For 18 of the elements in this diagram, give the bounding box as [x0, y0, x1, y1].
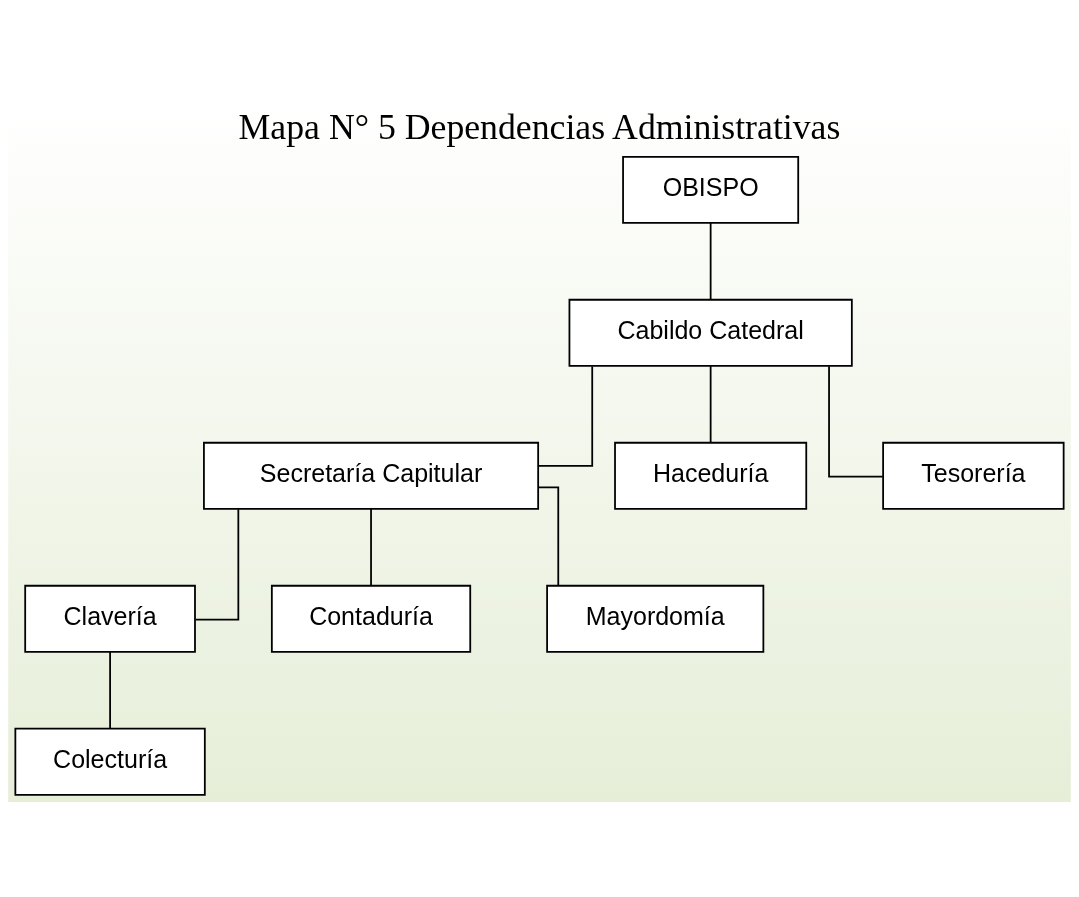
- connector: [828, 364, 884, 478]
- connector: [109, 650, 111, 729]
- node-box: OBISPO: [622, 155, 800, 224]
- node-box: Haceduría: [614, 441, 808, 510]
- node-box: Cabildo Catedral: [568, 298, 853, 367]
- node-box: Mayordomía: [546, 584, 765, 653]
- connector: [709, 364, 712, 443]
- connector: [194, 507, 240, 621]
- connector: [537, 486, 560, 587]
- node-box: Clavería: [24, 584, 196, 653]
- node-box: Secretaría Capitular: [203, 441, 540, 510]
- node-box: Contaduría: [270, 584, 472, 653]
- connector: [709, 221, 712, 300]
- connector: [537, 365, 594, 467]
- diagram-title: Mapa N° 5 Dependencias Administrativas: [238, 106, 841, 147]
- connector: [370, 507, 372, 586]
- node-box: Tesorería: [882, 441, 1065, 510]
- node-box: Colecturía: [14, 727, 206, 796]
